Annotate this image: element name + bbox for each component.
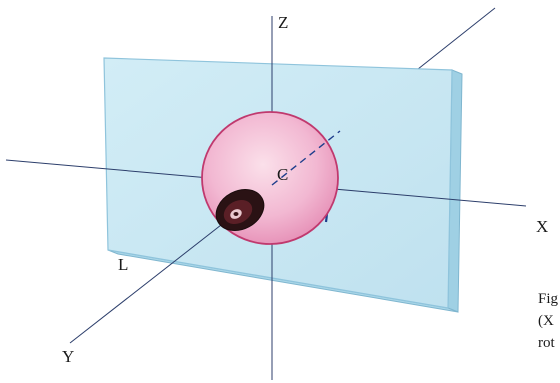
- caption-line-3: rot: [538, 332, 560, 354]
- caption-line-1: Fig: [538, 288, 560, 310]
- z-axis-label: Z: [278, 13, 288, 32]
- y-axis-label: Y: [62, 347, 74, 366]
- plate-label: L: [118, 255, 128, 274]
- figure-caption: Fig (X rot: [538, 288, 560, 383]
- caption-line-2: (X: [538, 310, 560, 332]
- x-axis-label: X: [536, 217, 548, 236]
- center-label: C: [277, 165, 288, 184]
